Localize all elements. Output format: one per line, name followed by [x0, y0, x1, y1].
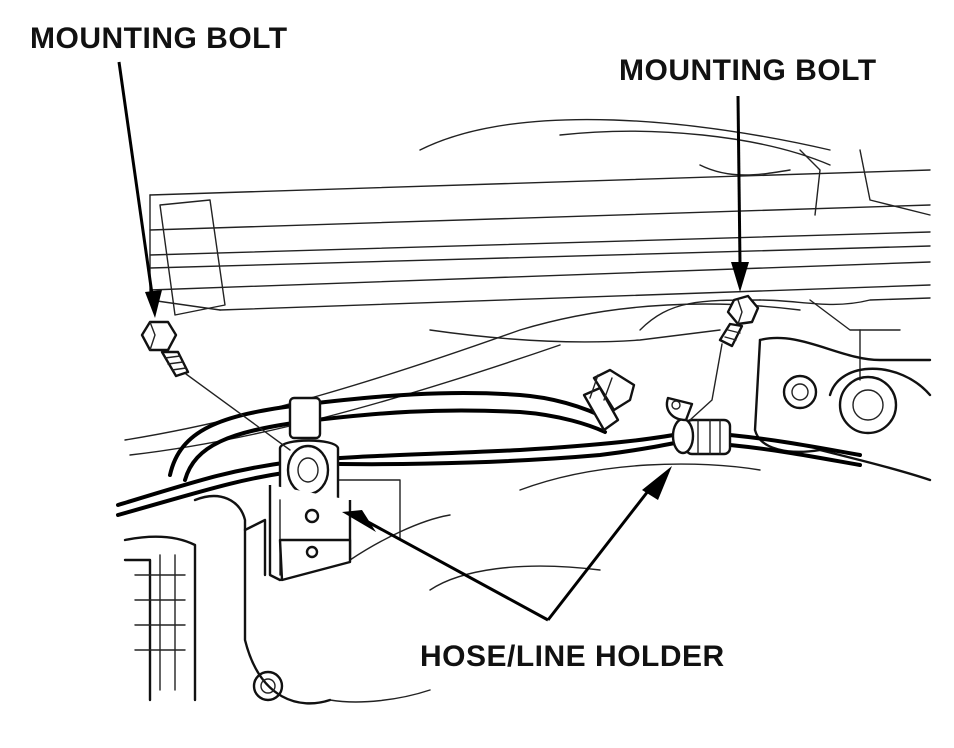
- label-mounting-bolt-left: MOUNTING BOLT: [30, 22, 288, 55]
- bolt-left: [140, 320, 291, 451]
- arrowhead-holder-left: [342, 510, 376, 532]
- bolt-right: [689, 294, 760, 421]
- brake-lines: [116, 391, 862, 517]
- arrowhead-bolt-right: [731, 262, 749, 292]
- arrow-holder-left: [367, 520, 549, 622]
- arrowhead-holder-right: [642, 466, 672, 500]
- line-clip: [582, 368, 636, 432]
- bracket-left: [268, 396, 352, 582]
- label-hose-line-holder: HOSE/LINE HOLDER: [420, 640, 725, 673]
- right-housing: [753, 336, 932, 482]
- background-frame: [149, 118, 931, 316]
- arrow-holder-right: [546, 485, 654, 621]
- arrow-bolt-right: [736, 95, 742, 265]
- arrowhead-bolt-left: [145, 290, 162, 318]
- arrow-bolt-left: [117, 61, 154, 295]
- hose-holder-right: [665, 396, 732, 456]
- lower-left-housing: [123, 463, 761, 705]
- label-mounting-bolt-right: MOUNTING BOLT: [619, 54, 877, 87]
- callout-arrows: [117, 61, 749, 622]
